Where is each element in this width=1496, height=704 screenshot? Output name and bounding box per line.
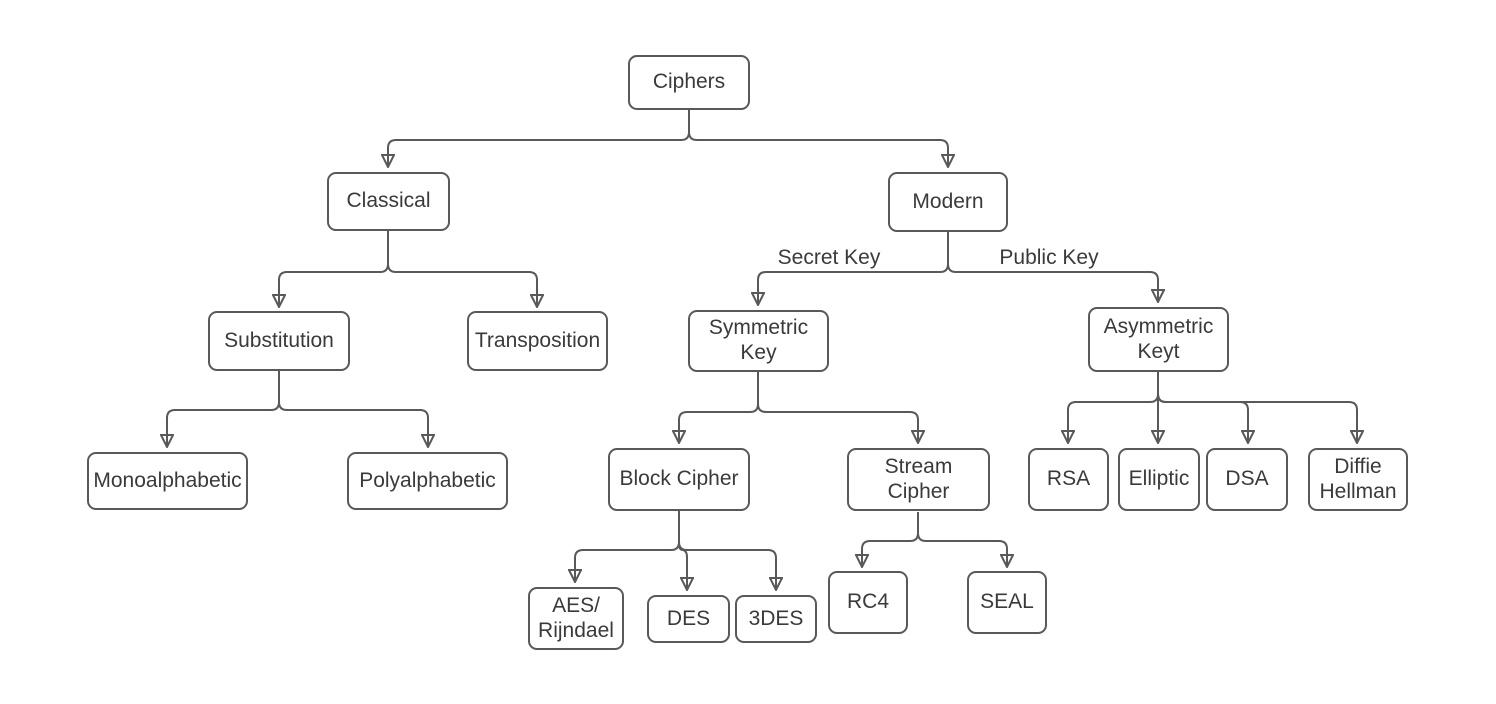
- node-modern: Modern: [888, 172, 1008, 232]
- edge-asymmetric-diffie-hellman: [1157, 372, 1357, 442]
- node-substitution: Substitution: [208, 311, 350, 371]
- edge-ciphers-modern: [688, 110, 948, 166]
- edge-stream-rc4: [862, 512, 919, 566]
- edge-stream-seal: [917, 512, 1007, 566]
- edge-classical-transposition: [387, 231, 537, 306]
- node-elliptic: Elliptic: [1118, 448, 1200, 511]
- edge-asymmetric-rsa: [1068, 372, 1159, 442]
- edge-substitution-polyalphabetic: [278, 371, 428, 446]
- node-block-cipher: Block Cipher: [608, 448, 750, 511]
- node-symmetric-key: Symmetric Key: [688, 310, 829, 372]
- edge-block-3des: [678, 511, 776, 589]
- node-asymmetric-keyt: Asymmetric Keyt: [1088, 307, 1229, 372]
- edge-symmetric-stream-cipher: [757, 372, 918, 442]
- node-rsa: RSA: [1028, 448, 1109, 511]
- node-des: DES: [647, 595, 730, 643]
- edge-classical-substitution: [279, 231, 389, 306]
- node-rc4: RC4: [828, 571, 908, 634]
- edge-label-public-key: Public Key: [996, 246, 1102, 270]
- node-aes-rijndael: AES/ Rijndael: [528, 587, 624, 650]
- node-monoalphabetic: Monoalphabetic: [87, 452, 248, 510]
- edge-substitution-monoalphabetic: [167, 371, 280, 446]
- edge-symmetric-block-cipher: [679, 372, 759, 442]
- edge-ciphers-classical: [388, 110, 690, 166]
- node-stream-cipher: Stream Cipher: [847, 448, 990, 511]
- edge-label-secret-key: Secret Key: [774, 246, 884, 270]
- edge-modern-asymmetric-keyt: [947, 232, 1158, 301]
- node-dsa: DSA: [1206, 448, 1288, 511]
- node-3des: 3DES: [735, 595, 817, 643]
- edge-block-aes-rijndael: [575, 511, 680, 581]
- node-transposition: Transposition: [467, 311, 608, 371]
- node-seal: SEAL: [967, 571, 1047, 634]
- node-diffie-hellman: Diffie Hellman: [1308, 448, 1408, 511]
- node-polyalphabetic: Polyalphabetic: [347, 452, 508, 510]
- edge-asymmetric-dsa: [1157, 372, 1248, 442]
- node-classical: Classical: [327, 172, 450, 231]
- node-ciphers: Ciphers: [628, 55, 750, 110]
